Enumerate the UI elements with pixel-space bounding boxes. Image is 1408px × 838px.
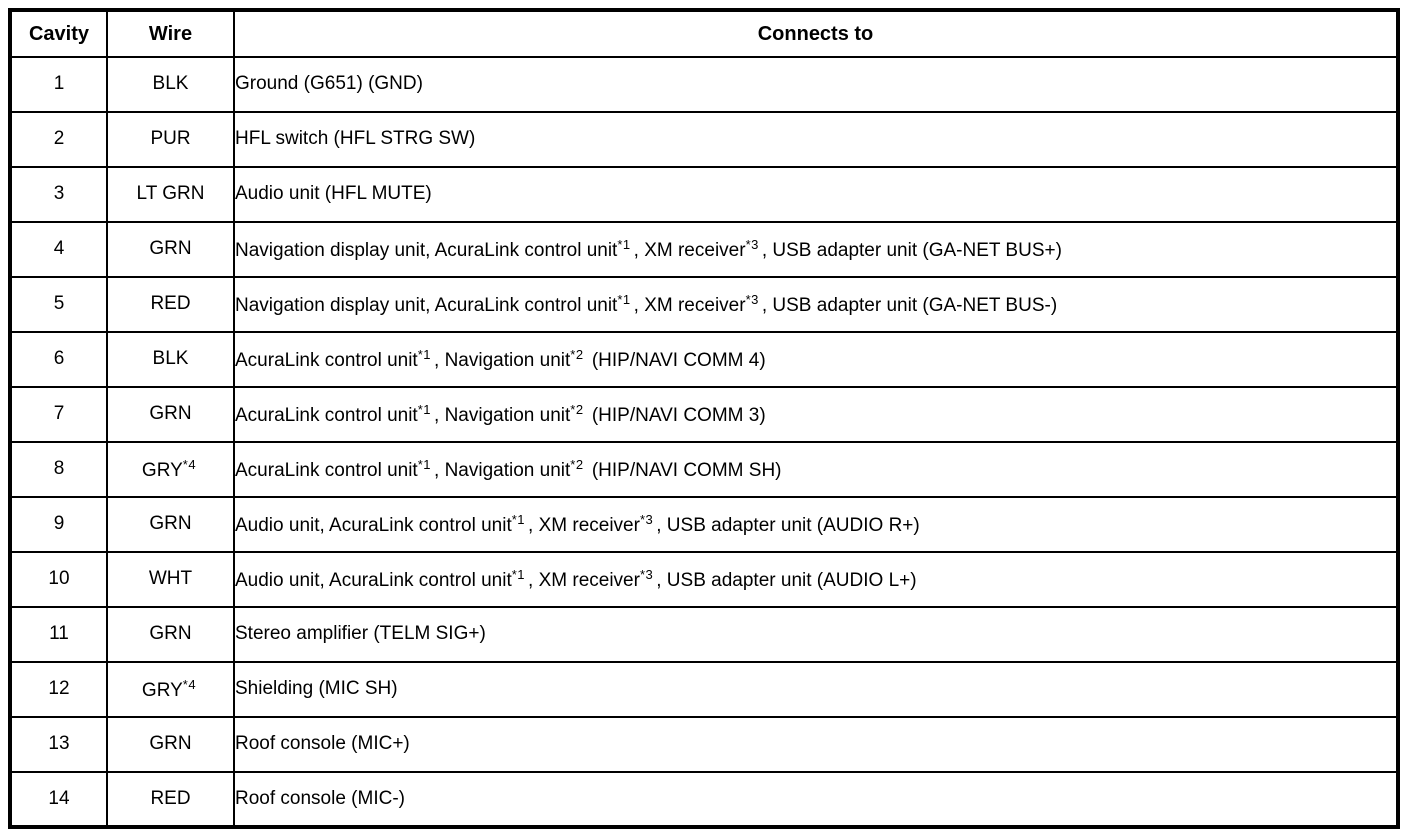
connects-to-cell: AcuraLink control unit*1, Navigation uni…: [233, 386, 1399, 443]
wire-cell: GRN: [106, 221, 235, 278]
footnote-marker: *1: [617, 291, 631, 307]
cavity-cell: 10: [9, 551, 108, 608]
footnote-marker: *3: [639, 511, 654, 527]
footnote-marker: *2: [570, 401, 584, 417]
footnote-marker: *2: [570, 346, 584, 362]
wire-cell: GRN: [106, 716, 235, 773]
footnote-marker: *3: [745, 291, 759, 307]
cavity-cell: 13: [9, 716, 108, 773]
wire-cell: GRN: [106, 496, 235, 553]
cavity-cell: 5: [9, 276, 108, 333]
connects-to-cell: Ground (G651) (GND): [233, 56, 1399, 113]
header-wire: Wire: [106, 9, 235, 58]
footnote-marker: *2: [570, 456, 584, 472]
footnote-marker: *1: [511, 511, 526, 527]
connects-to-cell: Audio unit, AcuraLink control unit*1, XM…: [233, 496, 1399, 553]
connects-to-cell: Roof console (MIC-): [233, 771, 1399, 828]
wire-cell: RED: [106, 276, 235, 333]
wire-cell: GRN: [106, 606, 235, 663]
cavity-cell: 8: [9, 441, 108, 498]
cavity-cell: 6: [9, 331, 108, 388]
cavity-cell: 11: [9, 606, 108, 663]
table-header: Cavity Wire Connects to: [9, 9, 1399, 58]
footnote-marker: *1: [417, 346, 432, 362]
cavity-cell: 12: [9, 661, 108, 718]
cavity-cell: 1: [9, 56, 108, 113]
footnote-marker: *3: [745, 236, 759, 252]
wire-cell: GRY*4: [106, 661, 235, 718]
footnote-marker: *4: [182, 676, 197, 692]
footnote-marker: *4: [182, 456, 197, 472]
wire-cell: RED: [106, 771, 235, 828]
connects-to-cell: AcuraLink control unit*1, Navigation uni…: [233, 441, 1399, 498]
wire-cell: PUR: [106, 111, 235, 168]
wire-cell: GRY*4: [106, 441, 235, 498]
wire-cell: BLK: [106, 331, 235, 388]
footnote-marker: *1: [417, 401, 432, 417]
connects-to-cell: Audio unit, AcuraLink control unit*1, XM…: [233, 551, 1399, 608]
wire-cell: LT GRN: [106, 166, 235, 223]
connects-to-cell: Navigation display unit, AcuraLink contr…: [233, 276, 1399, 333]
footnote-marker: *3: [639, 566, 654, 582]
footnote-marker: *1: [511, 566, 526, 582]
wire-cell: BLK: [106, 56, 235, 113]
connects-to-cell: AcuraLink control unit*1, Navigation uni…: [233, 331, 1399, 388]
header-row: Cavity Wire Connects to: [9, 9, 1399, 58]
connects-to-cell: HFL switch (HFL STRG SW): [233, 111, 1399, 168]
header-cavity: Cavity: [9, 9, 108, 58]
footnote-marker: *1: [417, 456, 432, 472]
cavity-cell: 3: [9, 166, 108, 223]
cavity-cell: 9: [9, 496, 108, 553]
connects-to-cell: Navigation display unit, AcuraLink contr…: [233, 221, 1399, 278]
footnote-marker: *1: [617, 236, 631, 252]
connects-to-cell: Roof console (MIC+): [233, 716, 1399, 773]
cavity-cell: 7: [9, 386, 108, 443]
wire-cell: GRN: [106, 386, 235, 443]
header-connects-to: Connects to: [233, 9, 1399, 58]
connects-to-cell: Shielding (MIC SH): [233, 661, 1399, 718]
wire-cell: WHT: [106, 551, 235, 608]
cavity-cell: 4: [9, 221, 108, 278]
connects-to-cell: Audio unit (HFL MUTE): [233, 166, 1399, 223]
cavity-cell: 2: [9, 111, 108, 168]
cavity-cell: 14: [9, 771, 108, 828]
connects-to-cell: Stereo amplifier (TELM SIG+): [233, 606, 1399, 663]
